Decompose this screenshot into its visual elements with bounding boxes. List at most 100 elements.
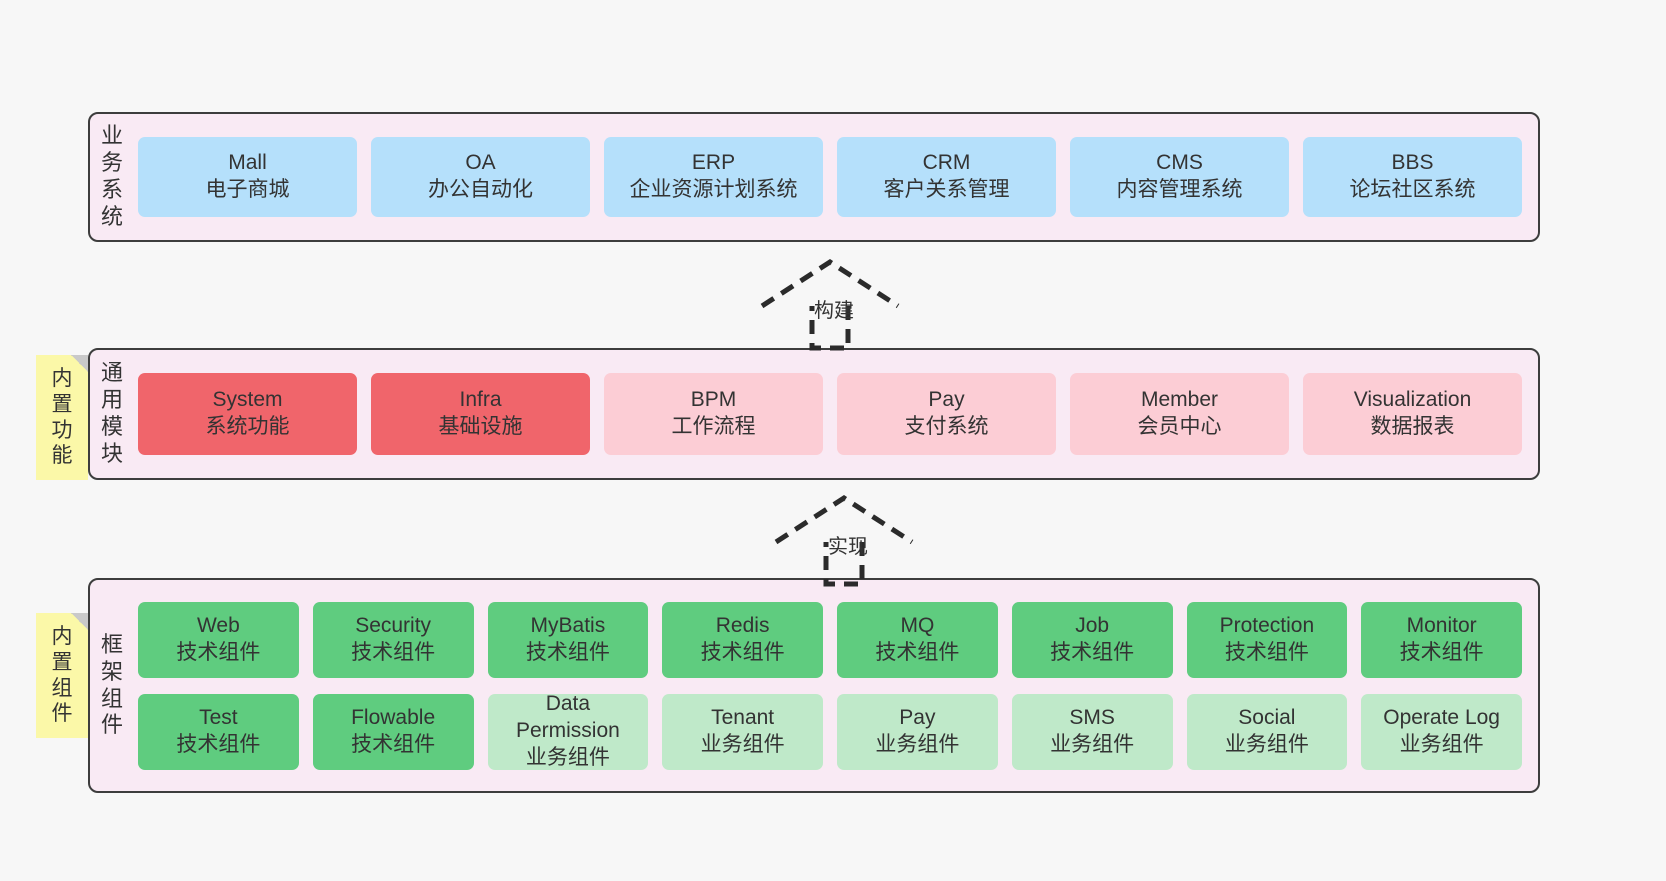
note-builtin-features: 内置功能 xyxy=(36,355,88,480)
layer-label-business-system: 业务系统 xyxy=(100,123,123,229)
module-bbs[interactable]: BBS 论坛社区系统 xyxy=(1303,137,1522,217)
module-title: Member xyxy=(1140,388,1219,412)
component-data-permission[interactable]: Data Permission 业务组件 xyxy=(487,692,649,770)
module-bpm[interactable]: BPM 工作流程 xyxy=(604,373,823,455)
framework-row-tech: Web 技术组件 Security 技术组件 MyBatis 技术组件 Redi… xyxy=(138,601,1522,678)
component-title: Social xyxy=(1238,705,1296,729)
module-subtitle: 办公自动化 xyxy=(428,178,533,201)
component-title: Test xyxy=(199,705,238,729)
layer-label-common-modules: 通用模块 xyxy=(100,360,123,466)
module-subtitle: 基础设施 xyxy=(438,415,523,438)
module-subtitle: 电子商城 xyxy=(205,178,290,201)
component-title: Pay xyxy=(899,705,936,729)
component-pay[interactable]: Pay 业务组件 xyxy=(837,693,998,770)
component-test[interactable]: Test 技术组件 xyxy=(138,693,299,770)
component-subtitle: 业务组件 xyxy=(1050,732,1135,756)
note-label: 内置功能 xyxy=(51,367,73,468)
build-arrow-svg xyxy=(760,259,900,351)
connector-build-arrow: 构建 xyxy=(752,256,908,352)
component-title: Protection xyxy=(1219,613,1315,637)
component-title: Web xyxy=(196,613,240,637)
layer-business-system: 业务系统 Mall 电子商城 OA 办公自动化 ERP 企业资源计划系统 CRM… xyxy=(88,112,1540,242)
module-title: BBS xyxy=(1391,151,1434,175)
module-title: System xyxy=(212,388,283,412)
component-title: Job xyxy=(1075,613,1110,637)
component-subtitle: 技术组件 xyxy=(875,640,960,664)
component-subtitle: 技术组件 xyxy=(525,640,610,664)
component-mq[interactable]: MQ 技术组件 xyxy=(837,601,998,678)
component-title: Flowable xyxy=(351,705,436,729)
module-erp[interactable]: ERP 企业资源计划系统 xyxy=(604,137,823,217)
layer-body-framework-components: Web 技术组件 Security 技术组件 MyBatis 技术组件 Redi… xyxy=(134,580,1538,791)
module-pay[interactable]: Pay 支付系统 xyxy=(837,373,1056,455)
module-oa[interactable]: OA 办公自动化 xyxy=(371,137,590,217)
component-subtitle: 技术组件 xyxy=(176,640,261,664)
component-title: MyBatis xyxy=(530,613,606,637)
note-fold-corner xyxy=(71,613,88,630)
component-title: Data Permission xyxy=(515,692,620,743)
connector-implement-arrow: 实现 xyxy=(766,492,922,588)
component-mybatis[interactable]: MyBatis 技术组件 xyxy=(487,601,649,678)
module-subtitle: 数据报表 xyxy=(1370,415,1455,438)
module-subtitle: 会员中心 xyxy=(1137,415,1222,438)
component-subtitle: 技术组件 xyxy=(351,732,436,756)
module-visualization[interactable]: Visualization 数据报表 xyxy=(1303,373,1522,455)
component-flowable[interactable]: Flowable 技术组件 xyxy=(312,693,474,770)
component-title: Monitor xyxy=(1406,613,1477,637)
component-title: MQ xyxy=(900,613,935,637)
component-monitor[interactable]: Monitor 技术组件 xyxy=(1361,601,1522,678)
component-subtitle: 技术组件 xyxy=(1399,640,1484,664)
component-title: Operate Log xyxy=(1383,705,1500,729)
module-subtitle: 客户关系管理 xyxy=(883,178,1010,201)
connector-build-label: 构建 xyxy=(814,300,854,322)
component-subtitle: 业务组件 xyxy=(1224,732,1309,756)
module-subtitle: 企业资源计划系统 xyxy=(629,178,798,201)
component-redis[interactable]: Redis 技术组件 xyxy=(662,601,823,678)
module-infra[interactable]: Infra 基础设施 xyxy=(371,373,590,455)
component-title: SMS xyxy=(1069,705,1115,729)
component-security[interactable]: Security 技术组件 xyxy=(312,601,474,678)
layer-common-modules: 通用模块 System 系统功能 Infra 基础设施 BPM 工作流程 Pay… xyxy=(88,348,1540,480)
layer-framework-components: 框架组件 Web 技术组件 Security 技术组件 MyBatis 技术组件… xyxy=(88,578,1540,793)
component-subtitle: 技术组件 xyxy=(700,640,785,664)
module-subtitle: 系统功能 xyxy=(205,415,290,438)
module-title: Infra xyxy=(459,388,502,412)
module-crm[interactable]: CRM 客户关系管理 xyxy=(837,137,1056,217)
component-subtitle: 业务组件 xyxy=(700,732,785,756)
component-job[interactable]: Job 技术组件 xyxy=(1011,601,1173,678)
component-subtitle: 业务组件 xyxy=(875,732,960,756)
module-title: ERP xyxy=(691,151,736,175)
component-subtitle: 技术组件 xyxy=(351,640,436,664)
module-title: OA xyxy=(465,151,496,175)
module-title: Visualization xyxy=(1353,388,1472,412)
component-subtitle: 业务组件 xyxy=(525,745,610,769)
module-subtitle: 内容管理系统 xyxy=(1116,178,1243,201)
component-sms[interactable]: SMS 业务组件 xyxy=(1011,693,1173,770)
component-title: Tenant xyxy=(711,705,775,729)
module-subtitle: 支付系统 xyxy=(904,415,989,438)
module-member[interactable]: Member 会员中心 xyxy=(1070,373,1289,455)
component-tenant[interactable]: Tenant 业务组件 xyxy=(662,693,823,770)
note-label: 内置组件 xyxy=(51,625,73,726)
module-cms[interactable]: CMS 内容管理系统 xyxy=(1070,137,1289,217)
note-builtin-components: 内置组件 xyxy=(36,613,88,738)
module-mall[interactable]: Mall 电子商城 xyxy=(138,137,357,217)
module-title: BPM xyxy=(690,388,737,412)
component-subtitle: 技术组件 xyxy=(1050,640,1135,664)
component-web[interactable]: Web 技术组件 xyxy=(138,601,299,678)
component-operate-log[interactable]: Operate Log 业务组件 xyxy=(1361,693,1522,770)
component-protection[interactable]: Protection 技术组件 xyxy=(1186,601,1348,678)
module-title: Pay xyxy=(928,388,965,412)
component-social[interactable]: Social 业务组件 xyxy=(1186,693,1348,770)
module-system[interactable]: System 系统功能 xyxy=(138,373,357,455)
component-subtitle: 技术组件 xyxy=(176,732,261,756)
module-title: CRM xyxy=(922,151,971,175)
connector-implement-label: 实现 xyxy=(828,536,868,558)
module-title: Mall xyxy=(228,151,267,175)
component-subtitle: 技术组件 xyxy=(1224,640,1309,664)
note-fold-corner xyxy=(71,355,88,372)
framework-row-biz: Test 技术组件 Flowable 技术组件 Data Permission … xyxy=(138,692,1522,770)
layer-label-framework-components: 框架组件 xyxy=(100,631,123,738)
module-title: CMS xyxy=(1156,151,1203,175)
